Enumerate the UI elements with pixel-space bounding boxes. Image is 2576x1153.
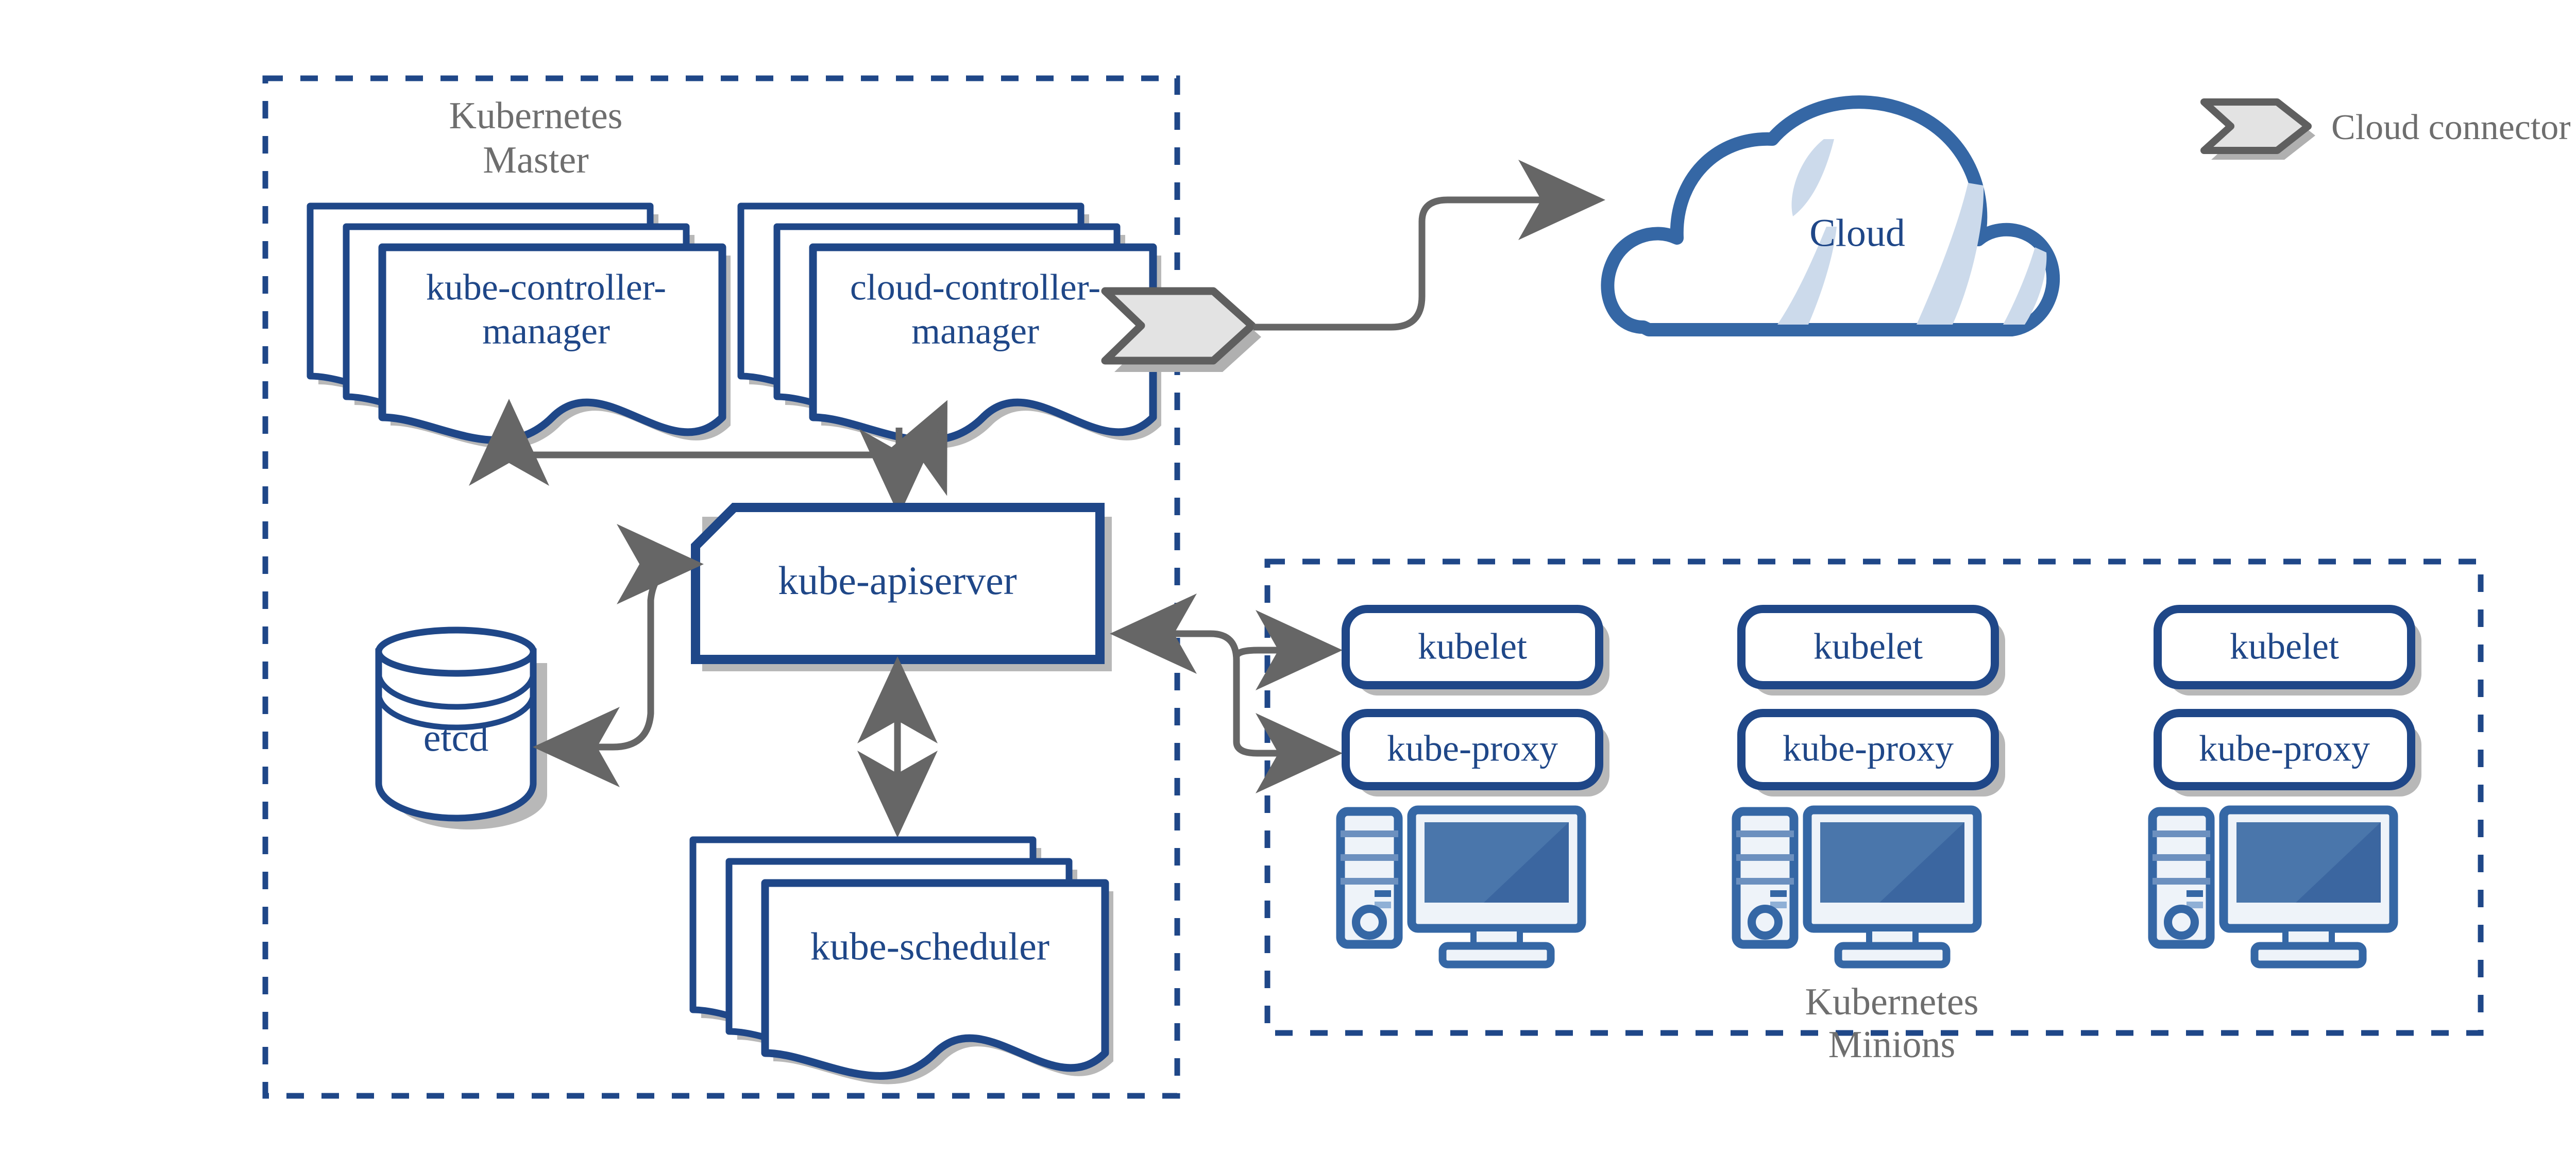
kubernetes-master-label-line1: Kubernetes	[449, 95, 623, 137]
minion-node-2: kubelet kube-proxy	[1732, 605, 2005, 969]
kube-controller-manager-node[interactable]: kube-controller- manager	[307, 202, 731, 449]
kube-controller-manager-label-line1: kube-controller-	[426, 267, 666, 308]
cloud-controller-manager-label-line2: manager	[911, 311, 1039, 352]
kubernetes-minions-group	[1264, 558, 2484, 1036]
cloud-node[interactable]: Cloud	[1601, 95, 2060, 336]
etcd-label: etcd	[423, 716, 489, 759]
kubernetes-master-group	[262, 75, 1180, 1099]
kube-proxy-box-3[interactable]	[2154, 709, 2415, 790]
minions-to-apiserver-arrow	[1110, 594, 1343, 793]
etcd-node[interactable]: etcd	[375, 626, 547, 829]
kube-proxy-box-1[interactable]	[1342, 709, 1603, 790]
apiserver-to-kubelet-arrow	[1233, 610, 1343, 690]
kube-apiserver-label: kube-apiserver	[778, 558, 1016, 603]
kube-apiserver-node[interactable]: kube-apiserver	[691, 503, 1112, 671]
kube-scheduler-node[interactable]: kube-scheduler	[689, 836, 1113, 1084]
connector-to-cloud-arrow	[1253, 160, 1605, 331]
apiserver-etcd-arrow	[533, 524, 704, 787]
kube-proxy-label-3: kube-proxy	[2199, 728, 2370, 769]
kubelet-label-1: kubelet	[1418, 626, 1527, 667]
computer-icon-1	[1336, 805, 1586, 969]
kube-proxy-label-1: kube-proxy	[1387, 728, 1558, 769]
legend-cloud-connector: Cloud connector	[2200, 98, 2571, 160]
kubelet-label-3: kubelet	[2230, 626, 2339, 667]
kube-proxy-label-2: kube-proxy	[1783, 728, 1954, 769]
minion-node-1: kubelet kube-proxy	[1336, 605, 1609, 969]
kubelet-box-1[interactable]	[1342, 605, 1603, 689]
kubernetes-master-label-line2: Master	[483, 139, 589, 181]
kube-controller-manager-label-line2: manager	[482, 311, 610, 352]
kubernetes-minions-label-line1: Kubernetes	[1805, 981, 1979, 1023]
kubernetes-minions-label-line2: Minions	[1828, 1024, 1956, 1066]
kube-proxy-box-2[interactable]	[1737, 709, 1999, 790]
cloud-label: Cloud	[1809, 211, 1905, 255]
cloud-controller-manager-label-line1: cloud-controller-	[850, 267, 1100, 308]
computer-icon-3	[2148, 805, 2398, 969]
cloud-controller-manager-node[interactable]: cloud-controller- manager	[737, 202, 1161, 449]
computer-icon-2	[1732, 805, 1982, 969]
kubelet-box-2[interactable]	[1737, 605, 1999, 689]
cloud-connector-icon-inline	[1101, 287, 1261, 372]
kube-scheduler-label: kube-scheduler	[810, 925, 1049, 968]
minion-node-3: kubelet kube-proxy	[2148, 605, 2421, 969]
kubelet-label-2: kubelet	[1814, 626, 1923, 667]
legend-cloud-connector-label: Cloud connector	[2331, 108, 2571, 147]
kubelet-box-3[interactable]	[2154, 605, 2415, 689]
